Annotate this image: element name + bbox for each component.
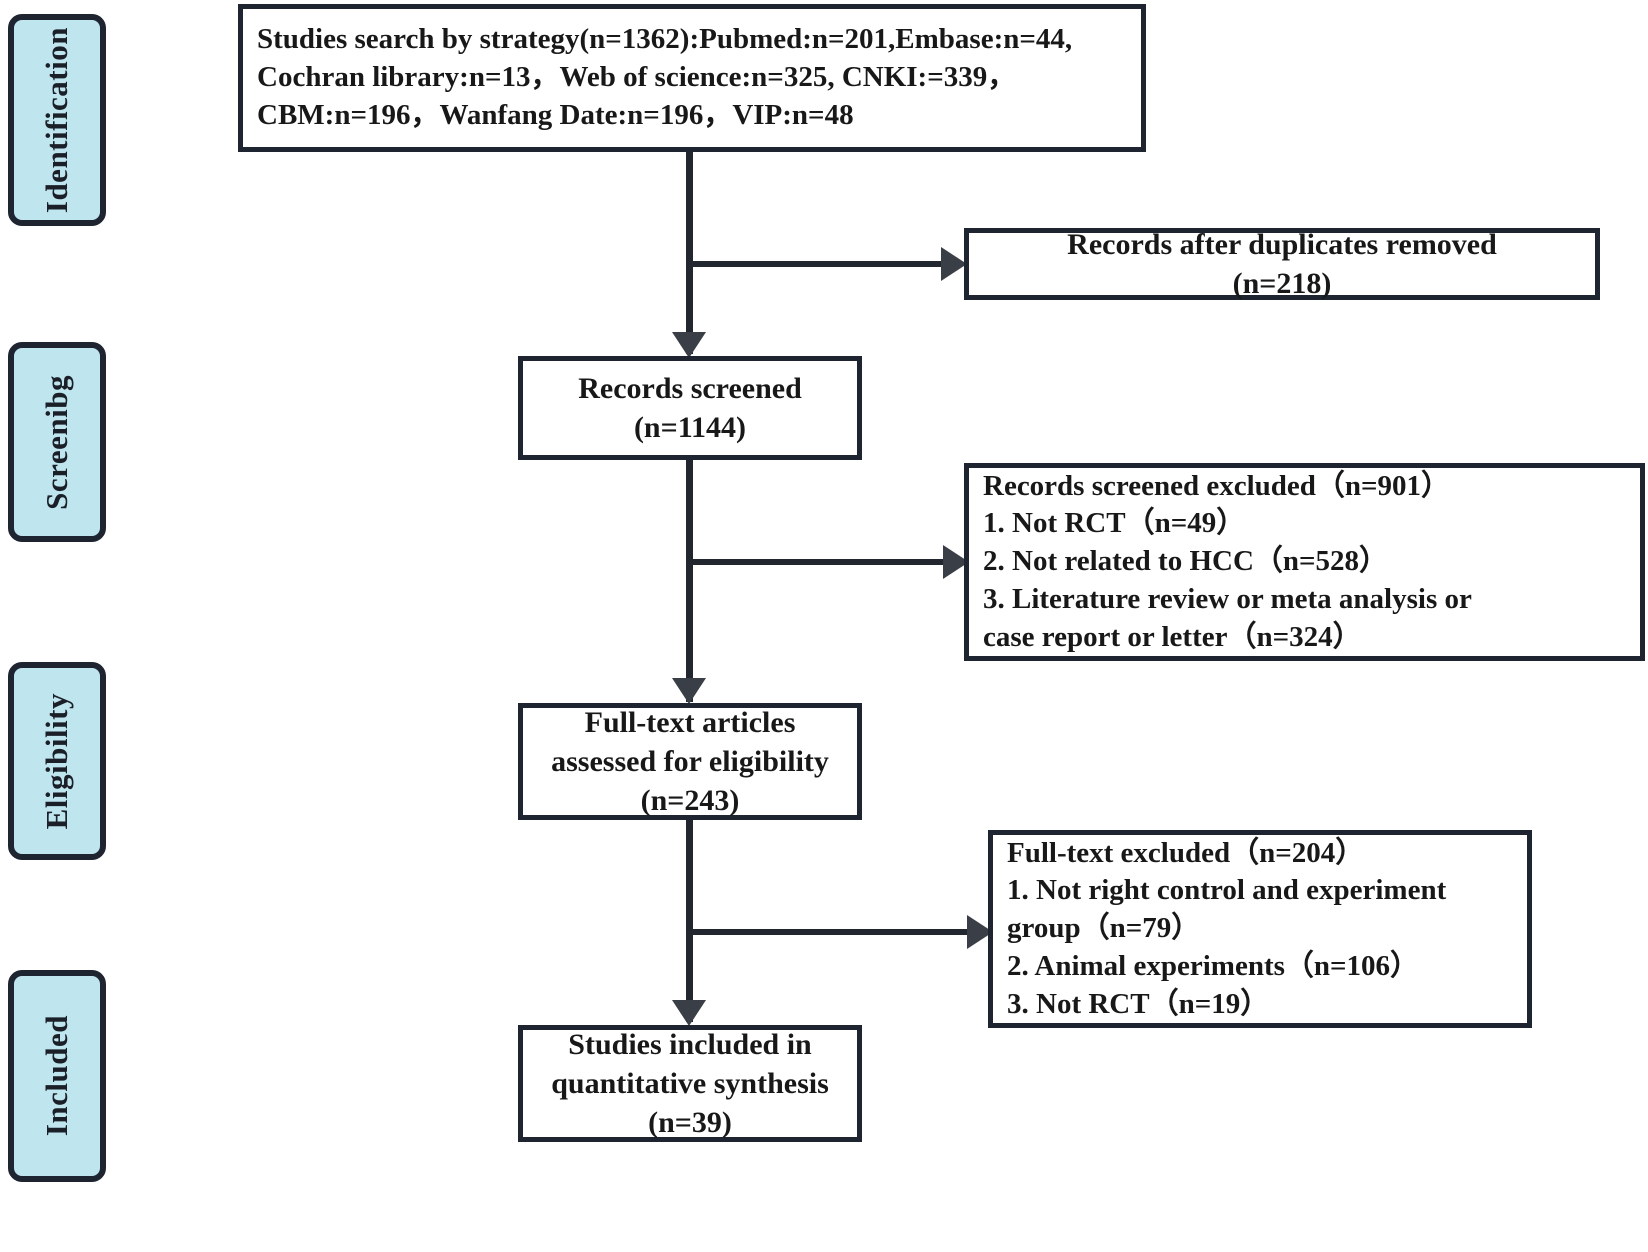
arrow-to-studies-included: [672, 1000, 706, 1026]
arrow-to-records-screened: [672, 332, 706, 358]
records-excluded-line-4: 3. Literature review or meta analysis or: [983, 582, 1472, 615]
search-results-line-3: CBM:n=196，Wanfang Date:n=196，VIP:n=48: [257, 98, 854, 131]
stage-screening: Screenibg: [8, 342, 106, 542]
stage-screening-label: Screenibg: [39, 374, 74, 510]
box-search-results: Studies search by strategy(n=1362):Pubme…: [238, 4, 1146, 152]
box-duplicates-removed: Records after duplicates removed (n=218): [964, 228, 1600, 300]
records-screened-line-2: (n=1144): [633, 411, 747, 444]
fulltext-excluded-line-1: Full-text excluded（n=204）: [1007, 836, 1365, 869]
arrow-to-duplicates-removed: [941, 247, 967, 281]
records-excluded-line-5: case report or letter（n=324）: [983, 620, 1362, 653]
studies-included-line-3: (n=39): [648, 1106, 732, 1139]
arrow-to-fulltext-assessed: [672, 678, 706, 704]
fulltext-excluded-line-4: 2. Animal experiments（n=106）: [1007, 949, 1420, 982]
box-records-screened: Records screened (n=1144): [518, 356, 862, 460]
duplicates-removed-line-1: Records after duplicates removed: [1067, 228, 1497, 261]
duplicates-removed-line-2: (n=218): [1232, 267, 1332, 300]
studies-included-line-2: quantitative synthesis: [551, 1067, 829, 1100]
connector-spine-3: [686, 820, 693, 1022]
box-fulltext-assessed: Full-text articles assessed for eligibil…: [518, 703, 862, 820]
box-fulltext-excluded: Full-text excluded（n=204） 1. Not right c…: [988, 830, 1532, 1028]
fulltext-assessed-line-2: assessed for eligibility: [551, 745, 829, 778]
records-screened-line-1: Records screened: [578, 372, 802, 405]
fulltext-excluded-line-3: group（n=79）: [1007, 912, 1201, 945]
stage-included-label: Included: [39, 1015, 74, 1137]
fulltext-assessed-line-3: (n=243): [640, 784, 740, 817]
records-excluded-line-2: 1. Not RCT（n=49）: [983, 507, 1246, 540]
studies-included-line-1: Studies included in: [568, 1028, 812, 1061]
stage-eligibility-label: Eligibility: [39, 692, 74, 830]
stage-identification: Identification: [8, 14, 106, 226]
stage-eligibility: Eligibility: [8, 662, 106, 860]
box-studies-included: Studies included in quantitative synthes…: [518, 1025, 862, 1142]
fulltext-excluded-line-5: 3. Not RCT（n=19）: [1007, 987, 1270, 1020]
fulltext-assessed-line-1: Full-text articles: [584, 706, 796, 739]
box-records-excluded: Records screened excluded（n=901） 1. Not …: [964, 463, 1645, 661]
stage-identification-label: Identification: [39, 26, 74, 214]
records-excluded-line-1: Records screened excluded（n=901）: [983, 469, 1451, 502]
connector-spine-1: [686, 152, 693, 354]
stage-included: Included: [8, 970, 106, 1182]
connector-branch-records-excluded: [690, 559, 950, 565]
records-excluded-line-3: 2. Not related to HCC（n=528）: [983, 545, 1389, 578]
fulltext-excluded-line-2: 1. Not right control and experiment: [1007, 874, 1447, 907]
connector-branch-fulltext-excluded: [690, 929, 974, 935]
search-results-line-1: Studies search by strategy(n=1362):Pubme…: [257, 23, 1073, 56]
search-results-line-2: Cochran library:n=13，Web of science:n=32…: [257, 61, 1017, 94]
connector-spine-2: [686, 460, 693, 702]
connector-branch-duplicates: [690, 261, 960, 267]
